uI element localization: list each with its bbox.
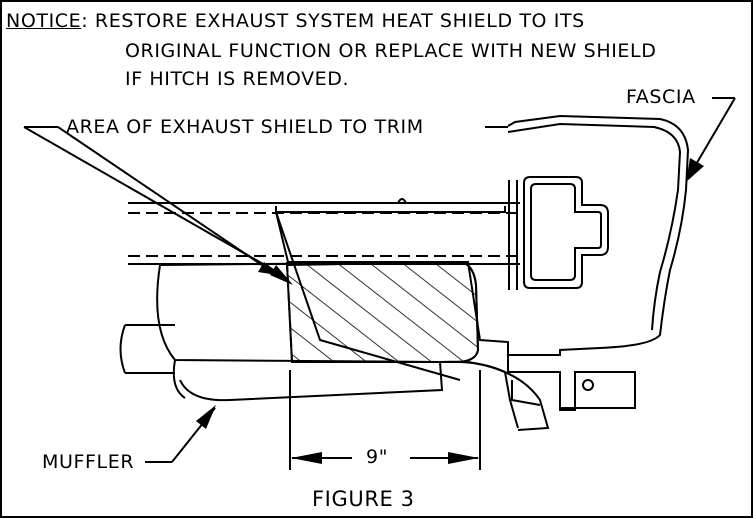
trim-area-label: AREA OF EXHAUST SHIELD TO TRIM [66, 116, 424, 138]
leader-trim [23, 126, 508, 281]
arrow-dim-right [448, 452, 479, 464]
figure-caption: FIGURE 3 [312, 487, 415, 511]
fascia-label: FASCIA [626, 86, 696, 108]
fascia-inner-line [507, 122, 682, 331]
notice-text-2: ORIGINAL FUNCTION OR REPLACE WITH NEW SH… [125, 40, 657, 62]
arrow-muffler [196, 405, 216, 429]
shield-inner-diagonal [275, 211, 461, 381]
hitch-pin-bracket [507, 355, 636, 411]
trim-boundary [286, 261, 293, 363]
notice-heading: NOTICE [6, 10, 82, 32]
notice-separator: : [81, 10, 89, 32]
arrow-fascia [686, 158, 704, 182]
frame-rail [128, 198, 520, 265]
arrow-trim-2 [270, 265, 293, 285]
dimension-label: 9" [366, 446, 389, 468]
notice-text-1: RESTORE EXHAUST SYSTEM HEAT SHIELD TO IT… [94, 10, 585, 32]
exhaust-pipe [119, 324, 175, 374]
pin-hole [582, 379, 594, 391]
hitch-receiver [523, 176, 609, 289]
arrow-dim-left [291, 452, 322, 464]
fascia-outline [507, 114, 690, 356]
notice-line-1: NOTICE: RESTORE EXHAUST SYSTEM HEAT SHIE… [6, 10, 585, 32]
notice-text-3: IF HITCH IS REMOVED. [125, 68, 350, 90]
trim-area-hatch [285, 260, 480, 363]
muffler-label: MUFFLER [42, 451, 135, 473]
